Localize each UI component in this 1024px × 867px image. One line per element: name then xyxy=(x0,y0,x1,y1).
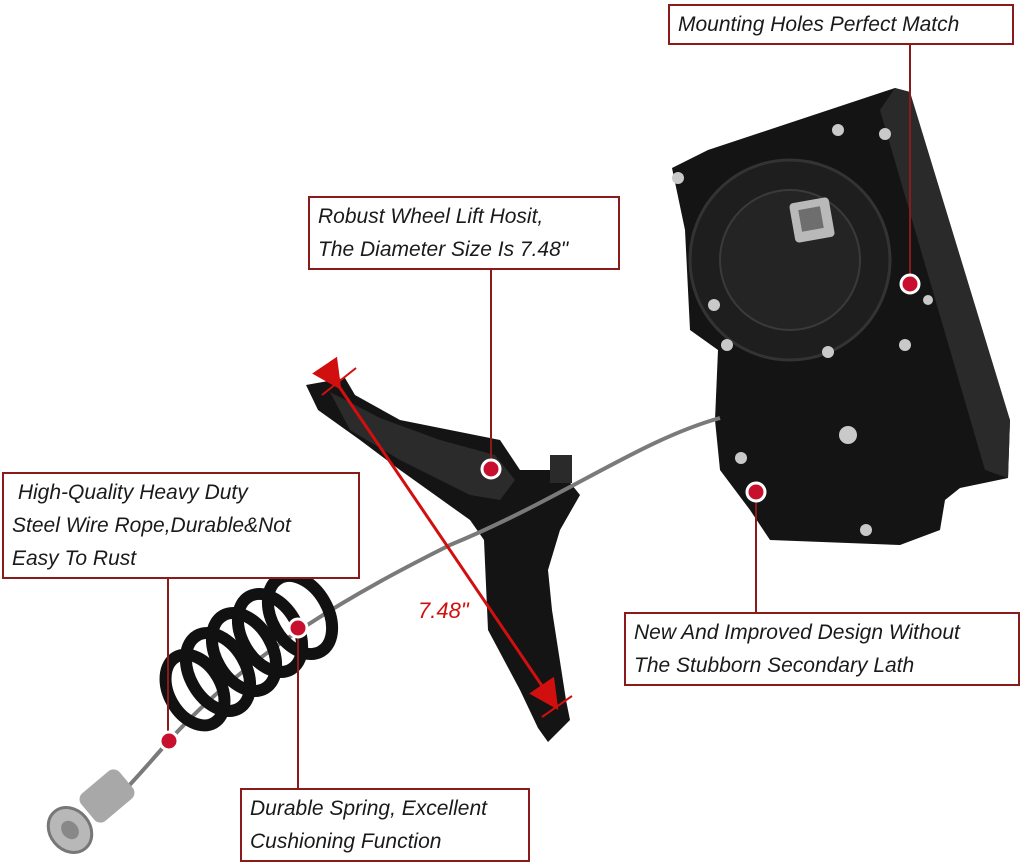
marker-dot-spring xyxy=(287,617,309,639)
callout-line: High-Quality Heavy Duty xyxy=(12,481,248,504)
callout-mounting-holes: Mounting Holes Perfect Match xyxy=(668,4,1014,45)
marker-dot-design xyxy=(745,481,767,503)
callout-line: Durable Spring, Excellent xyxy=(250,797,487,820)
winch-housing xyxy=(672,88,1010,545)
callout-line: Steel Wire Rope,Durable&Not xyxy=(12,514,291,537)
callout-wheel-lift: Robust Wheel Lift Hosit, The Diameter Si… xyxy=(308,196,620,270)
callout-line: Mounting Holes Perfect Match xyxy=(678,13,960,36)
callout-line: Cushioning Function xyxy=(250,830,442,853)
cushion-spring xyxy=(159,570,339,732)
cable-end-fitting xyxy=(46,769,135,854)
marker-dot-wire-rope xyxy=(158,730,180,752)
callout-line: New And Improved Design Without xyxy=(634,621,960,644)
dimension-arrow xyxy=(312,356,559,710)
callout-wire-rope: High-Quality Heavy Duty Steel Wire Rope,… xyxy=(2,472,360,579)
callout-line: Easy To Rust xyxy=(12,547,137,570)
dimension-tick-bottom xyxy=(541,695,573,718)
dimension-label: 7.48" xyxy=(418,598,469,623)
dimension-tick-top xyxy=(321,367,357,396)
callout-improved-design: New And Improved Design Without The Stub… xyxy=(624,612,1020,686)
callout-line: Robust Wheel Lift Hosit, xyxy=(318,205,544,228)
marker-dot-mounting xyxy=(899,273,921,295)
callout-line: The Diameter Size Is 7.48" xyxy=(318,238,569,261)
callout-line: The Stubborn Secondary Lath xyxy=(634,654,915,677)
callout-spring: Durable Spring, Excellent Cushioning Fun… xyxy=(240,788,530,862)
marker-dot-wheel-lift xyxy=(480,458,502,480)
